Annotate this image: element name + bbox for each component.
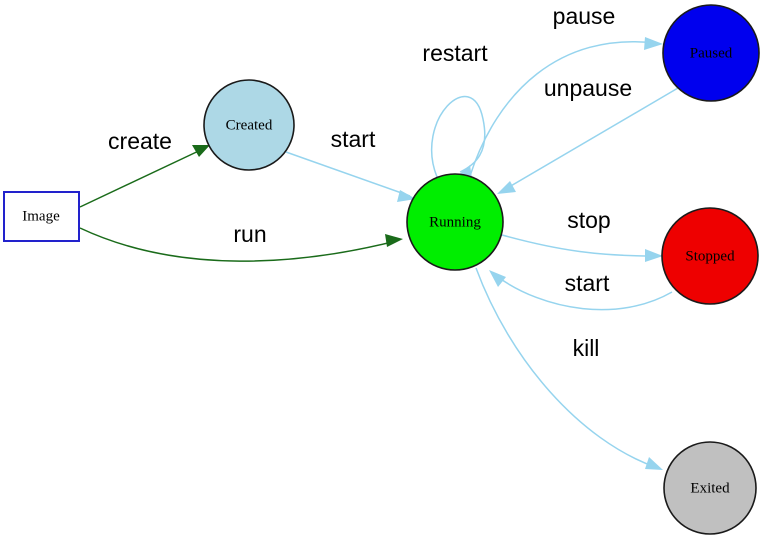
edge-start1-arrowhead — [397, 190, 416, 202]
edge-start1-label: start — [331, 126, 376, 152]
node-running-label: Running — [429, 214, 481, 230]
edge-create[interactable]: create — [79, 128, 210, 208]
edge-unpause-arrowhead — [497, 181, 516, 194]
edge-create-label: create — [108, 128, 172, 154]
edge-unpause-label: unpause — [544, 75, 632, 101]
edge-restart[interactable]: restart — [422, 40, 488, 178]
node-created-shape — [203, 79, 295, 171]
edge-unpause-path — [503, 87, 679, 191]
node-running-shape — [406, 173, 504, 271]
edge-run-path — [79, 227, 397, 262]
node-image[interactable]: Image — [3, 191, 80, 242]
node-paused-shape — [662, 4, 760, 102]
node-stopped[interactable]: Stopped — [661, 207, 759, 305]
edge-kill-path — [475, 267, 656, 468]
edge-pause[interactable]: pause — [469, 3, 663, 177]
node-created-label: Created — [226, 117, 273, 133]
edge-stop-arrowhead — [645, 249, 663, 262]
node-exited-shape — [663, 441, 757, 535]
edge-start2-path — [494, 274, 673, 311]
edge-start2-label: start — [565, 270, 610, 296]
edge-create-arrowhead — [192, 145, 210, 157]
edge-restart-path — [431, 95, 486, 178]
edge-start-stopped-running[interactable]: start — [489, 270, 673, 311]
edge-pause-path — [469, 41, 656, 177]
node-stopped-shape — [661, 207, 759, 305]
node-image-label: Image — [22, 208, 60, 224]
node-exited[interactable]: Exited — [663, 441, 757, 535]
edge-run[interactable]: run — [79, 221, 403, 262]
edge-pause-label: pause — [553, 3, 616, 29]
edge-kill[interactable]: kill — [475, 267, 663, 470]
node-exited-label: Exited — [690, 480, 730, 496]
edge-start2-arrowhead — [489, 270, 506, 287]
node-stopped-label: Stopped — [685, 248, 735, 264]
edge-pause-arrowhead — [644, 37, 663, 50]
edge-restart-label: restart — [422, 40, 488, 66]
node-paused-label: Paused — [690, 45, 733, 61]
edge-run-label: run — [233, 221, 266, 247]
edge-run-arrowhead — [385, 234, 403, 247]
edge-kill-label: kill — [573, 335, 600, 361]
edge-kill-arrowhead — [645, 457, 663, 470]
node-created[interactable]: Created — [203, 79, 295, 171]
node-image-shape — [3, 191, 80, 242]
edge-unpause[interactable]: unpause — [497, 75, 679, 194]
edge-stop-path — [501, 234, 656, 257]
node-running[interactable]: Running — [406, 173, 504, 271]
edge-create-path — [79, 147, 206, 208]
node-paused[interactable]: Paused — [662, 4, 760, 102]
edge-stop-label: stop — [567, 207, 610, 233]
edge-start-created-running[interactable]: start — [285, 126, 416, 202]
edge-stop[interactable]: stop — [501, 207, 663, 262]
edge-start1-path — [285, 151, 411, 197]
